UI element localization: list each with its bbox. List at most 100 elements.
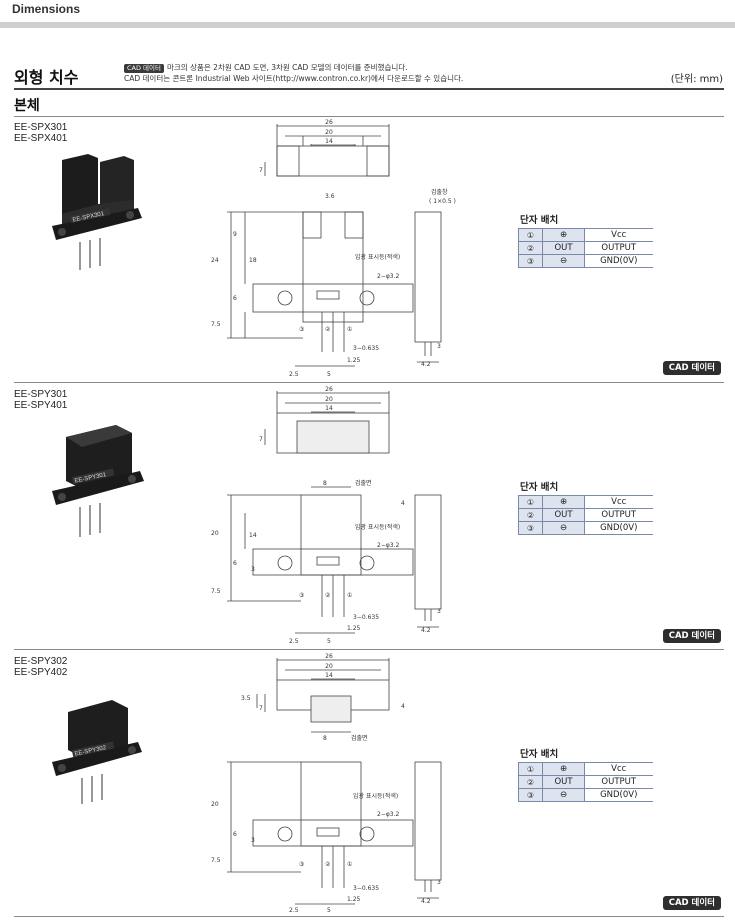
table-row: ③⊖GND(0V) xyxy=(518,788,653,802)
dim-4.2: 4.2 xyxy=(421,627,431,634)
section-spy302: EE-SPY302 EE-SPY402 EE-SPY302 xyxy=(0,650,735,916)
dim-4.2: 4.2 xyxy=(421,898,431,905)
dim-20-h: 20 xyxy=(211,801,219,808)
dim-20: 20 xyxy=(325,129,333,136)
table-row: ③⊖GND(0V) xyxy=(518,521,653,535)
pin-number: ③ xyxy=(518,788,543,802)
pitch-1.25: 1.25 xyxy=(347,896,361,903)
face-label: 검출면 xyxy=(351,734,368,742)
pitch-2.5: 2.5 xyxy=(289,907,299,914)
dim-7.5: 7.5 xyxy=(211,588,221,595)
pin-symbol: ⊖ xyxy=(542,521,585,535)
pitch-5: 5 xyxy=(327,371,331,378)
dimension-drawing: 26 20 14 3.5 7 4 8 검출면 20 6 3 7.5 입광 표시등… xyxy=(211,653,442,914)
section-spx301: EE-SPX301 EE-SPX401 EE-SPX301 xyxy=(0,116,735,382)
cad-data-button[interactable]: CAD 데이터 xyxy=(662,896,721,910)
pin-marker-2: ② xyxy=(325,861,331,868)
dimension-drawing: 26 20 14 7 8 검출면 4 20 14 6 3 7.5 입광 표시등(… xyxy=(211,386,442,645)
pin-number: ① xyxy=(518,228,543,242)
dim-14: 14 xyxy=(325,405,333,412)
pin-symbol: ⊕ xyxy=(542,762,585,776)
dim-20: 20 xyxy=(325,663,333,670)
led-label: 입광 표시등(적색) xyxy=(353,792,398,800)
dim-3: 3 xyxy=(437,608,441,615)
cad-data-button[interactable]: CAD 데이터 xyxy=(662,629,721,643)
holes-label: 2−φ3.2 xyxy=(377,542,400,549)
pitch-2.5: 2.5 xyxy=(289,371,299,378)
cad-data-button[interactable]: CAD 데이터 xyxy=(662,361,721,375)
table-row: ①⊕Vcc xyxy=(518,228,653,242)
dim-14-h: 14 xyxy=(249,532,257,539)
dim-4.2: 4.2 xyxy=(421,361,431,368)
dim-4: 4 xyxy=(401,703,405,710)
pin-function: Vcc xyxy=(584,762,653,776)
pin-function: OUTPUT xyxy=(584,241,653,255)
dim-3-h: 3 xyxy=(251,566,255,573)
pin-function: OUTPUT xyxy=(584,775,653,789)
dim-7: 7 xyxy=(259,436,263,443)
divider xyxy=(14,916,724,917)
pin-symbol: ⊕ xyxy=(542,228,585,242)
model-names: EE-SPY302 EE-SPY402 xyxy=(14,656,67,678)
dim-9: 9 xyxy=(233,231,237,238)
pin-marker-2: ② xyxy=(325,326,331,333)
dim-3-h: 3 xyxy=(251,837,255,844)
pin-function: GND(0V) xyxy=(584,254,653,268)
pin-table-title: 단자 배치 xyxy=(520,749,559,760)
dim-6: 6 xyxy=(233,560,237,567)
dim-26: 26 xyxy=(325,386,333,393)
pin-number: ② xyxy=(518,241,543,255)
pin-marker-1: ① xyxy=(347,326,352,333)
dim-26: 26 xyxy=(325,119,333,126)
holes-label: 2−φ3.2 xyxy=(377,273,400,280)
table-row: ①⊕Vcc xyxy=(518,762,653,776)
pin-table-title: 단자 배치 xyxy=(520,215,559,226)
dim-14: 14 xyxy=(325,138,333,145)
divider xyxy=(14,116,724,117)
pitch-2.5: 2.5 xyxy=(289,638,299,645)
pin-function: OUTPUT xyxy=(584,508,653,522)
model-name: EE-SPY401 xyxy=(14,400,68,411)
pin-number: ② xyxy=(518,508,543,522)
led-label: 입광 표시등(적색) xyxy=(355,253,400,261)
pin-marker-3: ③ xyxy=(299,861,304,868)
dim-18: 18 xyxy=(249,257,257,264)
model-name: EE-SPY301 xyxy=(14,389,68,400)
product-photo: EE-SPX301 xyxy=(52,154,142,270)
pin-symbol: OUT xyxy=(542,241,585,255)
pin-symbol: ⊕ xyxy=(542,495,585,509)
dim-7: 7 xyxy=(259,167,263,174)
dim-24: 24 xyxy=(211,257,219,264)
pin-marker-3: ③ xyxy=(299,326,304,333)
pitch-1.25: 1.25 xyxy=(347,357,361,364)
table-row: ③⊖GND(0V) xyxy=(518,254,653,268)
note-line-1: 마크의 상품은 2차원 CAD 도면, 3차원 CAD 모델의 데이터를 준비했… xyxy=(167,63,408,72)
cad-badge: CAD 데이터 xyxy=(124,64,164,73)
dim-7: 7 xyxy=(259,705,263,712)
pin-symbol: OUT xyxy=(542,508,585,522)
pin-marker-1: ① xyxy=(347,592,352,599)
model-name: EE-SPX301 xyxy=(14,122,68,133)
product-photo: EE-SPY302 xyxy=(52,700,142,804)
dim-8: 8 xyxy=(323,735,327,742)
holes-label: 2−φ3.2 xyxy=(377,811,400,818)
dim-4: 4 xyxy=(401,500,405,507)
dim-8: 8 xyxy=(323,480,327,487)
subheading: 본체 xyxy=(14,98,40,114)
pitch-1.25: 1.25 xyxy=(347,625,361,632)
table-row: ①⊕Vcc xyxy=(518,495,653,509)
pin-table-title: 단자 배치 xyxy=(520,482,559,493)
top-bar: Dimensions xyxy=(0,0,735,28)
face-label: 검출면 xyxy=(355,479,372,487)
pin-number: ③ xyxy=(518,521,543,535)
page-heading: 외형 치수 xyxy=(14,68,79,87)
note-line-2: CAD 데이터는 콘트론 Industrial Web 사이트(http://w… xyxy=(124,74,464,83)
divider xyxy=(14,88,724,90)
model-name: EE-SPY402 xyxy=(14,667,68,678)
pin-width-label: 3−0.635 xyxy=(353,345,379,352)
pin-function: Vcc xyxy=(584,228,653,242)
